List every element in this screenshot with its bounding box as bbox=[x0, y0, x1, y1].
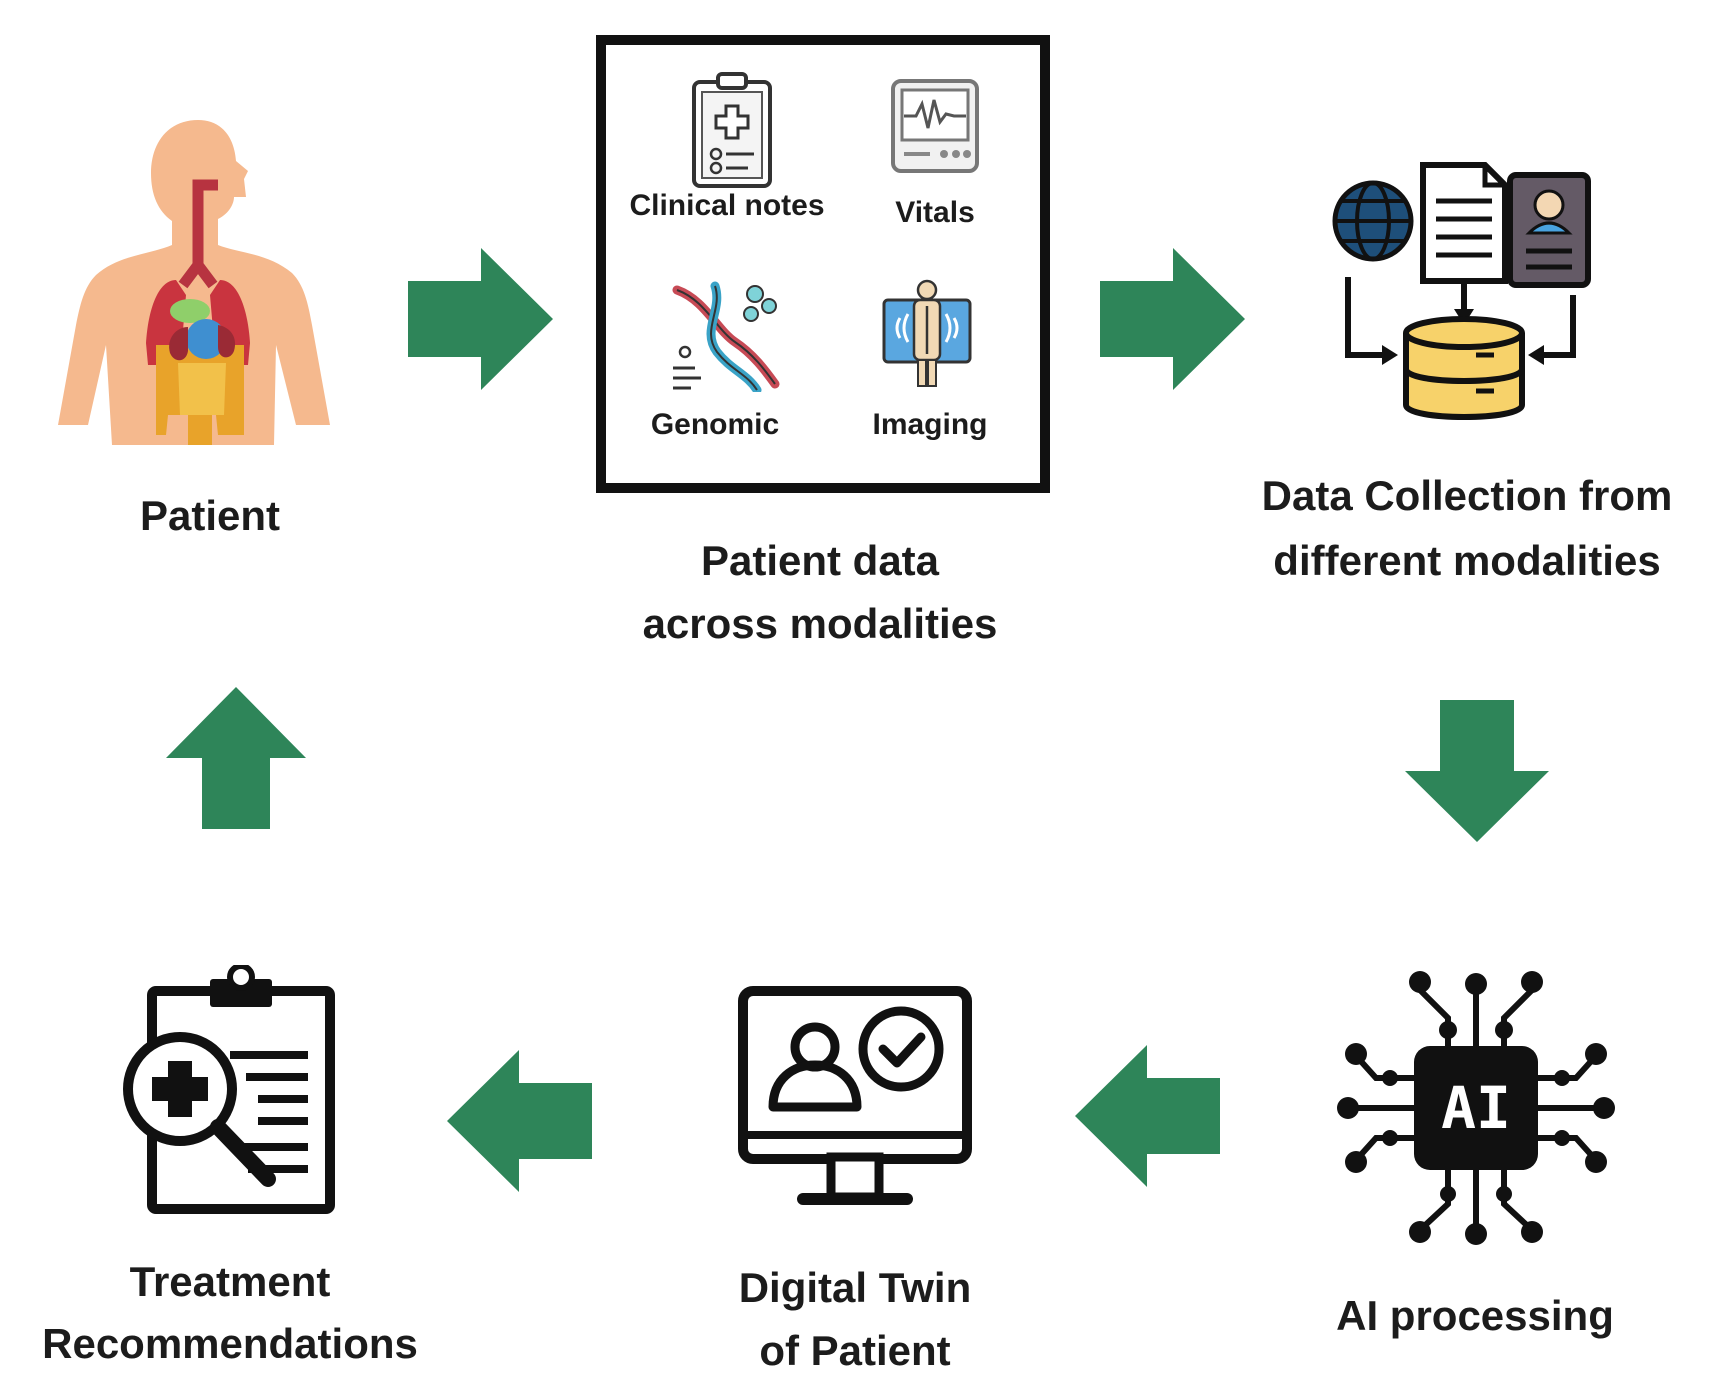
ai-processing-label: AI processing bbox=[1336, 1292, 1614, 1339]
data-collection-label-line2: different modalities bbox=[1273, 537, 1661, 584]
arrow-collection-to-ai bbox=[1405, 700, 1549, 842]
vitals-monitor-icon bbox=[891, 79, 979, 173]
patient-data-title-line2: across modalities bbox=[642, 600, 998, 647]
arrow-ai-to-twin bbox=[1075, 1045, 1220, 1187]
data-collection-label-line1: Data Collection from bbox=[1261, 472, 1673, 519]
digital-twin-label-line1: Digital Twin bbox=[738, 1264, 972, 1311]
clinical-notes-label: Clinical notes bbox=[629, 189, 825, 222]
genomic-label: Genomic bbox=[650, 408, 780, 441]
patient-label: Patient bbox=[139, 492, 281, 539]
clipboard-search-icon bbox=[123, 965, 335, 1214]
database-icon bbox=[1332, 162, 1591, 420]
ai-chip-text: AI bbox=[1441, 1074, 1511, 1142]
clipboard-icon bbox=[692, 72, 772, 188]
arrow-twin-to-treatment bbox=[447, 1050, 592, 1192]
dna-icon bbox=[672, 281, 780, 392]
arrow-patient-to-data bbox=[408, 248, 553, 390]
treatment-label-line2: Recommendations bbox=[42, 1320, 418, 1367]
vitals-label: Vitals bbox=[895, 196, 975, 229]
human-body-organs-icon bbox=[58, 120, 330, 445]
arrow-data-to-collection bbox=[1100, 248, 1245, 390]
arrow-treatment-to-patient bbox=[166, 687, 306, 829]
digital-twin-label-line2: of Patient bbox=[759, 1327, 951, 1374]
xray-icon bbox=[882, 279, 972, 387]
patient-data-title-line1: Patient data bbox=[700, 537, 940, 584]
treatment-label-line1: Treatment bbox=[129, 1258, 331, 1305]
imaging-label: Imaging bbox=[872, 408, 988, 441]
monitor-user-check-icon bbox=[738, 986, 972, 1205]
ai-chip-icon: AI bbox=[1337, 971, 1615, 1245]
